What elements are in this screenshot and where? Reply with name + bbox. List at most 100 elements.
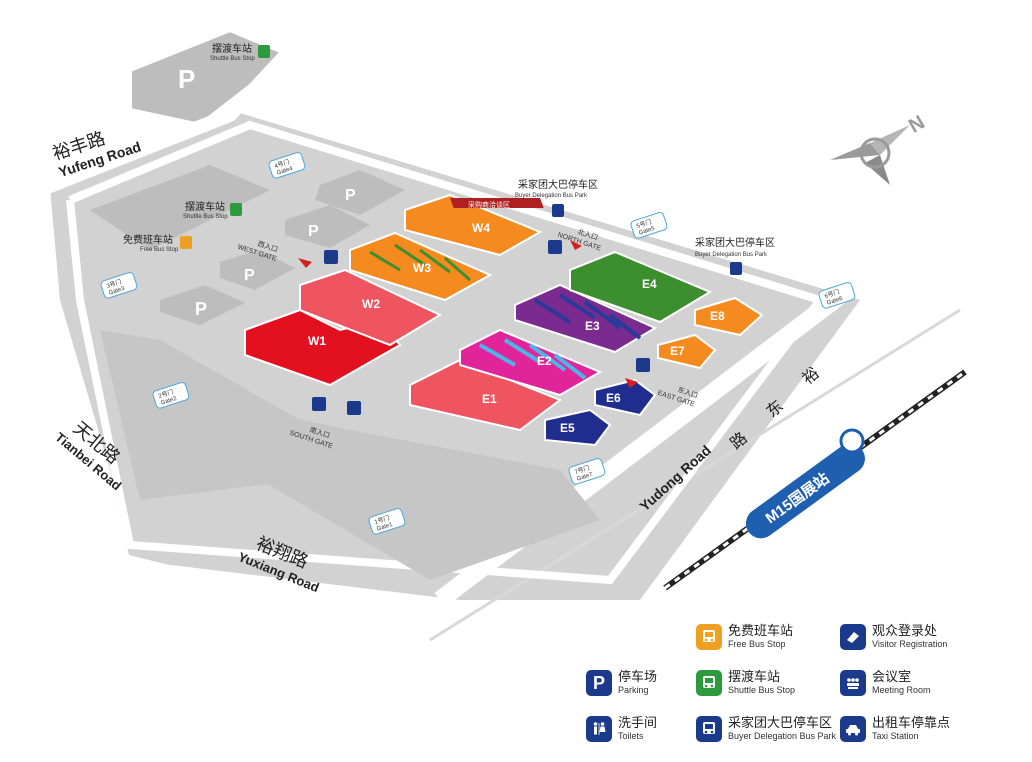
road-yufeng: [37, 35, 306, 197]
bus-icon: [696, 716, 722, 742]
hall-label-e6: E6: [606, 391, 621, 405]
legend-zh: 摆渡车站: [728, 670, 781, 685]
taxi-icon: [840, 716, 866, 742]
metro-station[interactable]: M15国展站: [740, 438, 871, 545]
buyer-bus-park-north: 采家团大巴停车区 Buyer Delegation Bus Park: [515, 178, 598, 217]
svg-text:采家团大巴停车区: 采家团大巴停车区: [695, 236, 775, 249]
buyer-bus-icon-east: [730, 262, 742, 275]
svg-text:免费班车站: 免费班车站: [123, 233, 173, 246]
legend-en: Free Bus Stop: [728, 639, 786, 649]
hall-e7: [657, 333, 717, 370]
parking-lot-w2: [220, 250, 295, 290]
hall-w3-stripes: [369, 243, 471, 282]
parking-symbol-w2: P: [244, 267, 255, 284]
legend-zh: 停车场: [618, 670, 658, 685]
road-yudong-outer: [429, 308, 961, 642]
legend-en: Toilets: [618, 731, 644, 741]
free-bus-icon: [180, 236, 192, 249]
registration-icon-north: [548, 240, 562, 254]
legend-zh: 采家团大巴停车区: [728, 716, 833, 731]
parking-icon: P: [586, 670, 612, 696]
north-entrance-arrow-icon: [570, 240, 582, 250]
svg-text:Gate2: Gate2: [160, 396, 178, 407]
svg-text:Gate7: Gate7: [576, 472, 594, 483]
shuttle-stop-mid: 摆渡车站 Shuttle Bus Stop: [183, 200, 242, 220]
gate-5[interactable]: 5号门 Gate5: [630, 211, 668, 239]
parking-lot-w3: [285, 205, 370, 248]
hall-e1: [409, 358, 563, 432]
compass-icon: N: [830, 111, 929, 185]
hall-w2: [299, 268, 443, 347]
free-bus-stop: 免费班车站 Free Bus Stop: [123, 233, 192, 253]
hall-label-e8: E8: [710, 309, 725, 323]
shuttle-bus-icon-top: [258, 45, 270, 58]
hall-e8: [694, 296, 764, 337]
gate-6[interactable]: 6号门 Gate6: [818, 281, 856, 309]
west-entrance-arrow-icon: [298, 258, 312, 268]
legend-en: Shuttle Bus Stop: [728, 685, 796, 695]
east-entrance-arrow-icon: [625, 378, 638, 388]
hall-label-w2: W2: [362, 297, 380, 311]
hall-label-w1: W1: [308, 334, 326, 348]
svg-text:Free Bus Stop: Free Bus Stop: [140, 247, 179, 253]
hall-label-w4: W4: [472, 221, 490, 235]
gate-7[interactable]: 7号门 Gate7: [568, 457, 606, 485]
hall-e3: [514, 283, 658, 354]
hall-label-e2: E2: [537, 354, 552, 368]
hall-w3: [349, 231, 493, 302]
parking-lot-w4: [315, 170, 405, 215]
hall-w4: [404, 193, 543, 257]
ground-south: [210, 400, 600, 580]
parking-symbol-top: P: [178, 64, 195, 94]
parking-lot-1: [90, 165, 270, 250]
legend-en: Taxi Station: [872, 731, 919, 741]
parking-icon-letter: P: [592, 672, 605, 693]
gate-2[interactable]: 2号门 Gate2: [152, 381, 190, 409]
legend-zh: 洗手间: [618, 716, 658, 731]
registration-icon-east: [636, 358, 650, 372]
hall-label-e4: E4: [642, 277, 657, 291]
w4-banner: [450, 198, 544, 208]
svg-text:Gate1: Gate1: [376, 522, 394, 533]
gate-4[interactable]: 4号门 Gate4: [268, 151, 306, 179]
svg-text:Shuttle Bus Stop: Shuttle Bus Stop: [183, 214, 228, 220]
legend-en: Parking: [618, 685, 649, 695]
registration-icon: [840, 624, 866, 650]
parking-symbol-w1: P: [195, 299, 207, 319]
registration-icon-west: [324, 250, 338, 264]
parking-symbol-w3: P: [308, 223, 319, 240]
metro-logo-icon: [839, 428, 865, 454]
svg-text:Shuttle Bus Stop: Shuttle Bus Stop: [210, 56, 255, 62]
hall-e2: [459, 328, 603, 397]
svg-text:摆渡车站: 摆渡车站: [185, 200, 225, 213]
legend-zh: 观众登录处: [872, 624, 938, 639]
buyer-bus-icon-north: [552, 204, 564, 217]
shuttle-stop-top: 摆渡车站 Shuttle Bus Stop: [210, 42, 270, 62]
legend-zh: 免费班车站: [728, 624, 794, 639]
parking-lot-w1: [160, 285, 245, 325]
hall-label-e3: E3: [585, 319, 600, 333]
hall-label-w3: W3: [413, 261, 431, 275]
svg-text:Gate3: Gate3: [108, 286, 126, 297]
shuttle-bus-icon-mid: [230, 203, 242, 216]
hall-label-e7: E7: [670, 344, 685, 358]
shuttle-bus-icon: [696, 670, 722, 696]
svg-text:Gate4: Gate4: [276, 166, 294, 177]
gate-1[interactable]: 1号门 Gate1: [368, 507, 406, 535]
registration-icon-south: [347, 401, 361, 415]
hall-label-e5: E5: [560, 421, 575, 435]
legend-zh: 出租车停靠点: [872, 716, 951, 731]
legend-zh: 会议室: [872, 670, 912, 685]
buyer-bus-park-east: 采家团大巴停车区 Buyer Delegation Bus Park: [695, 236, 775, 275]
gate-3[interactable]: 3号门 Gate3: [100, 271, 138, 299]
hall-e5: [544, 408, 612, 447]
hall-e3-stripes: [533, 293, 642, 340]
